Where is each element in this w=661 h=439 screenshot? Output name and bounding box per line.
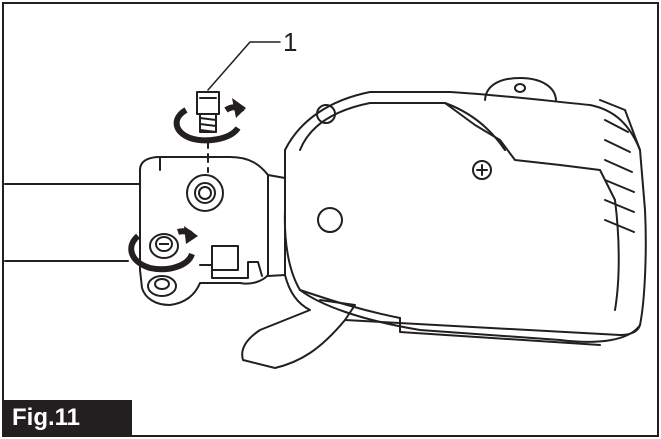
callout-leader-1	[207, 41, 281, 91]
figure-label: Fig.11	[4, 400, 132, 435]
shaft-lines	[4, 183, 141, 262]
handle-clamp-outline	[139, 156, 286, 306]
rotation-arrow-icon	[173, 104, 245, 144]
bolt-icon	[149, 233, 179, 259]
bolt-icon	[196, 91, 220, 133]
rotation-arrowhead-icon	[184, 226, 198, 244]
engine-cover-outline	[241, 77, 647, 369]
rotation-arrowhead-icon	[232, 98, 246, 118]
callout-number-1: 1	[283, 27, 298, 57]
